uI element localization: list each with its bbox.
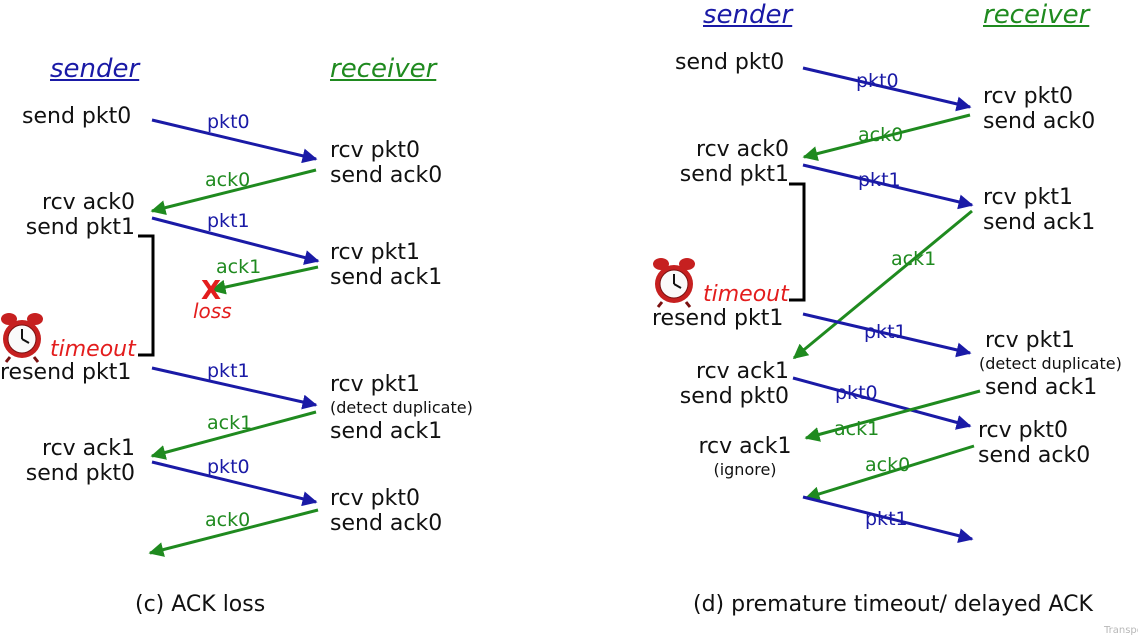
left-receiver-header: receiver	[330, 54, 437, 84]
event-line: rcv pkt0	[330, 138, 420, 163]
event-note: (detect duplicate)	[979, 354, 1122, 373]
left-arrow-pkt1-b	[151, 366, 318, 410]
right-arrow-pkt1-c	[802, 495, 974, 544]
alarm-clock-icon	[1, 313, 43, 363]
right-label-ack1-a: ack1	[891, 248, 937, 270]
left-event-resend-pkt1: resend pkt1	[0, 360, 132, 385]
right-timer-bracket	[789, 182, 806, 302]
event-line: rcv pkt1	[330, 240, 420, 265]
left-arrow-ack1-b	[150, 410, 317, 460]
event-line: send pkt1	[679, 162, 789, 187]
left-timeout-label: timeout	[50, 337, 136, 362]
left-label-ack0-b: ack0	[205, 509, 251, 531]
right-event-send-pkt0: send pkt0	[675, 50, 785, 75]
right-label-pkt1-c: pkt1	[865, 508, 908, 530]
alarm-clock-icon	[653, 258, 695, 308]
right-caption: (d) premature timeout/ delayed ACK	[693, 592, 1093, 617]
left-arrow-pkt0-b	[151, 460, 318, 507]
left-label-ack1-a: ack1	[216, 256, 262, 278]
left-loss-label: loss	[193, 299, 232, 323]
right-sender-header: sender	[703, 0, 793, 30]
left-sender-event-4: rcv ack1 send pkt0	[26, 436, 135, 486]
event-line: send ack1	[985, 375, 1098, 400]
left-label-ack1-b: ack1	[207, 412, 253, 434]
left-sender-header: sender	[50, 54, 140, 84]
left-arrow-ack0-a	[150, 168, 317, 216]
x-mark-icon: X	[201, 276, 222, 306]
event-line: rcv ack0	[42, 190, 135, 215]
event-note: (detect duplicate)	[330, 398, 473, 417]
left-timer-bracket	[138, 234, 155, 357]
right-receiver-event-4: rcv pkt0 send ack0	[978, 418, 1090, 468]
right-sender-event-2: rcv ack0 send pkt1	[680, 137, 789, 187]
left-sender-event-2: rcv ack0 send pkt1	[26, 190, 135, 240]
right-receiver-event-3: rcv pkt1 (detect duplicate) send ack1	[979, 328, 1122, 400]
slide-footer: Transport Layer	[1104, 625, 1138, 636]
left-arrow-ack0-b	[148, 508, 319, 557]
event-line: send ack0	[978, 443, 1091, 468]
event-line: send ack1	[330, 265, 443, 290]
right-receiver-header: receiver	[983, 0, 1090, 30]
right-arrow-ack1-b	[804, 389, 981, 442]
left-receiver-event-2: rcv pkt1 send ack1	[330, 240, 442, 290]
event-line: rcv pkt0	[983, 84, 1073, 109]
right-arrow-ack0-a	[802, 113, 971, 161]
event-line: rcv ack0	[696, 137, 789, 162]
event-line: rcv pkt0	[330, 486, 420, 511]
event-line: rcv pkt1	[985, 328, 1075, 353]
event-line: rcv pkt0	[978, 418, 1068, 443]
left-arrow-pkt0-a	[151, 118, 318, 164]
right-arrow-pkt1-a	[802, 163, 974, 210]
left-label-pkt1-b: pkt1	[207, 360, 250, 382]
event-line: send ack1	[330, 419, 443, 444]
right-label-pkt0-b: pkt0	[835, 382, 878, 404]
right-label-pkt0-a: pkt0	[856, 70, 899, 92]
right-receiver-event-2: rcv pkt1 send ack1	[983, 185, 1095, 235]
right-receiver-event-1: rcv pkt0 send ack0	[983, 84, 1095, 134]
right-arrow-pkt1-b	[802, 312, 972, 358]
event-line: rcv ack1	[42, 436, 135, 461]
left-receiver-event-3: rcv pkt1 (detect duplicate) send ack1	[330, 372, 473, 444]
left-label-ack0-a: ack0	[205, 169, 251, 191]
event-line: send ack1	[983, 210, 1096, 235]
right-arrow-pkt0-b	[792, 376, 972, 430]
right-label-ack0-b: ack0	[865, 454, 911, 476]
left-label-pkt1-a: pkt1	[207, 210, 250, 232]
event-line: send pkt0	[679, 384, 789, 409]
left-receiver-event-4: rcv pkt0 send ack0	[330, 486, 442, 536]
left-receiver-event-1: rcv pkt0 send ack0	[330, 138, 442, 188]
right-label-ack1-b: ack1	[834, 418, 880, 440]
event-line: send ack0	[330, 163, 443, 188]
event-line: rcv ack1	[696, 359, 789, 384]
left-event-send-pkt0: send pkt0	[22, 104, 132, 129]
right-event-resend-pkt1: resend pkt1	[652, 306, 784, 331]
event-line: send ack0	[983, 109, 1096, 134]
event-line: rcv pkt1	[983, 185, 1073, 210]
right-arrow-ack0-b	[804, 444, 975, 502]
right-sender-event-4: rcv ack1 send pkt0	[680, 359, 789, 409]
left-caption: (c) ACK loss	[135, 592, 266, 617]
right-label-ack0-a: ack0	[858, 124, 904, 146]
event-line: send pkt1	[25, 215, 135, 240]
right-arrow-ack1-a	[792, 209, 973, 360]
left-label-pkt0-b: pkt0	[207, 456, 250, 478]
event-line: rcv pkt1	[330, 372, 420, 397]
event-note: (ignore)	[713, 460, 777, 479]
event-line: send ack0	[330, 511, 443, 536]
right-label-pkt1-a: pkt1	[858, 169, 901, 191]
right-arrow-pkt0-a	[802, 66, 972, 112]
right-timeout-label: timeout	[703, 282, 789, 307]
event-line: send pkt0	[25, 461, 135, 486]
left-arrow-ack1-lost	[210, 265, 319, 295]
left-label-pkt0-a: pkt0	[207, 111, 250, 133]
event-line: rcv ack1	[698, 434, 792, 459]
right-label-pkt1-b: pkt1	[864, 321, 907, 343]
left-arrow-pkt1-a	[151, 216, 320, 265]
right-sender-event-5: rcv ack1 (ignore)	[697, 434, 793, 481]
